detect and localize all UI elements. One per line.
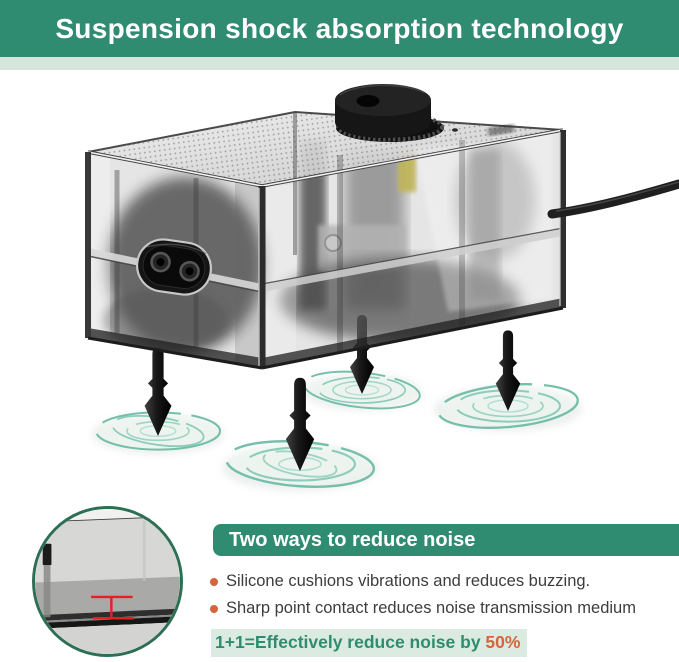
bullet-text-2: Sharp point contact reduces noise transm… (226, 599, 636, 617)
power-cable (547, 179, 679, 219)
silicone-foot-2 (285, 377, 315, 471)
detail-inset (32, 506, 183, 657)
vent-hole (452, 128, 458, 132)
control-knob (335, 84, 444, 142)
case-edges (85, 110, 566, 370)
bullet-item-1: Silicone cushions vibrations and reduces… (210, 571, 679, 592)
bottom-rim (88, 298, 563, 368)
header-accent-strip (0, 57, 679, 70)
summary-percentage: 50% (485, 632, 521, 652)
illustration-stage (0, 70, 679, 510)
summary-prefix: 1+1=Effectively reduce noise by (215, 632, 486, 652)
top-mesh (88, 112, 563, 186)
page-title: Suspension shock absorption technology (55, 12, 624, 44)
pump-body (85, 110, 566, 370)
silicone-foot-4 (495, 330, 521, 411)
bullet-dot-icon (210, 578, 218, 586)
brand-print (487, 124, 515, 136)
inset-photo (35, 509, 180, 654)
summary-line: 1+1=Effectively reduce noise by 50% (211, 629, 528, 657)
silicone-foot-1 (144, 347, 172, 436)
measurement-marker (91, 595, 134, 620)
silicone-foot-3 (350, 315, 374, 394)
power-socket (136, 238, 212, 296)
bullet-item-2: Sharp point contact reduces noise transm… (210, 598, 679, 619)
header-banner: Suspension shock absorption technology (0, 0, 679, 57)
bullet-dot-icon (210, 605, 218, 613)
bullet-text-1: Silicone cushions vibrations and reduces… (226, 572, 591, 590)
info-banner-label: Two ways to reduce noise (229, 528, 476, 551)
pump-illustration (85, 84, 679, 491)
info-banner: Two ways to reduce noise (213, 524, 679, 556)
